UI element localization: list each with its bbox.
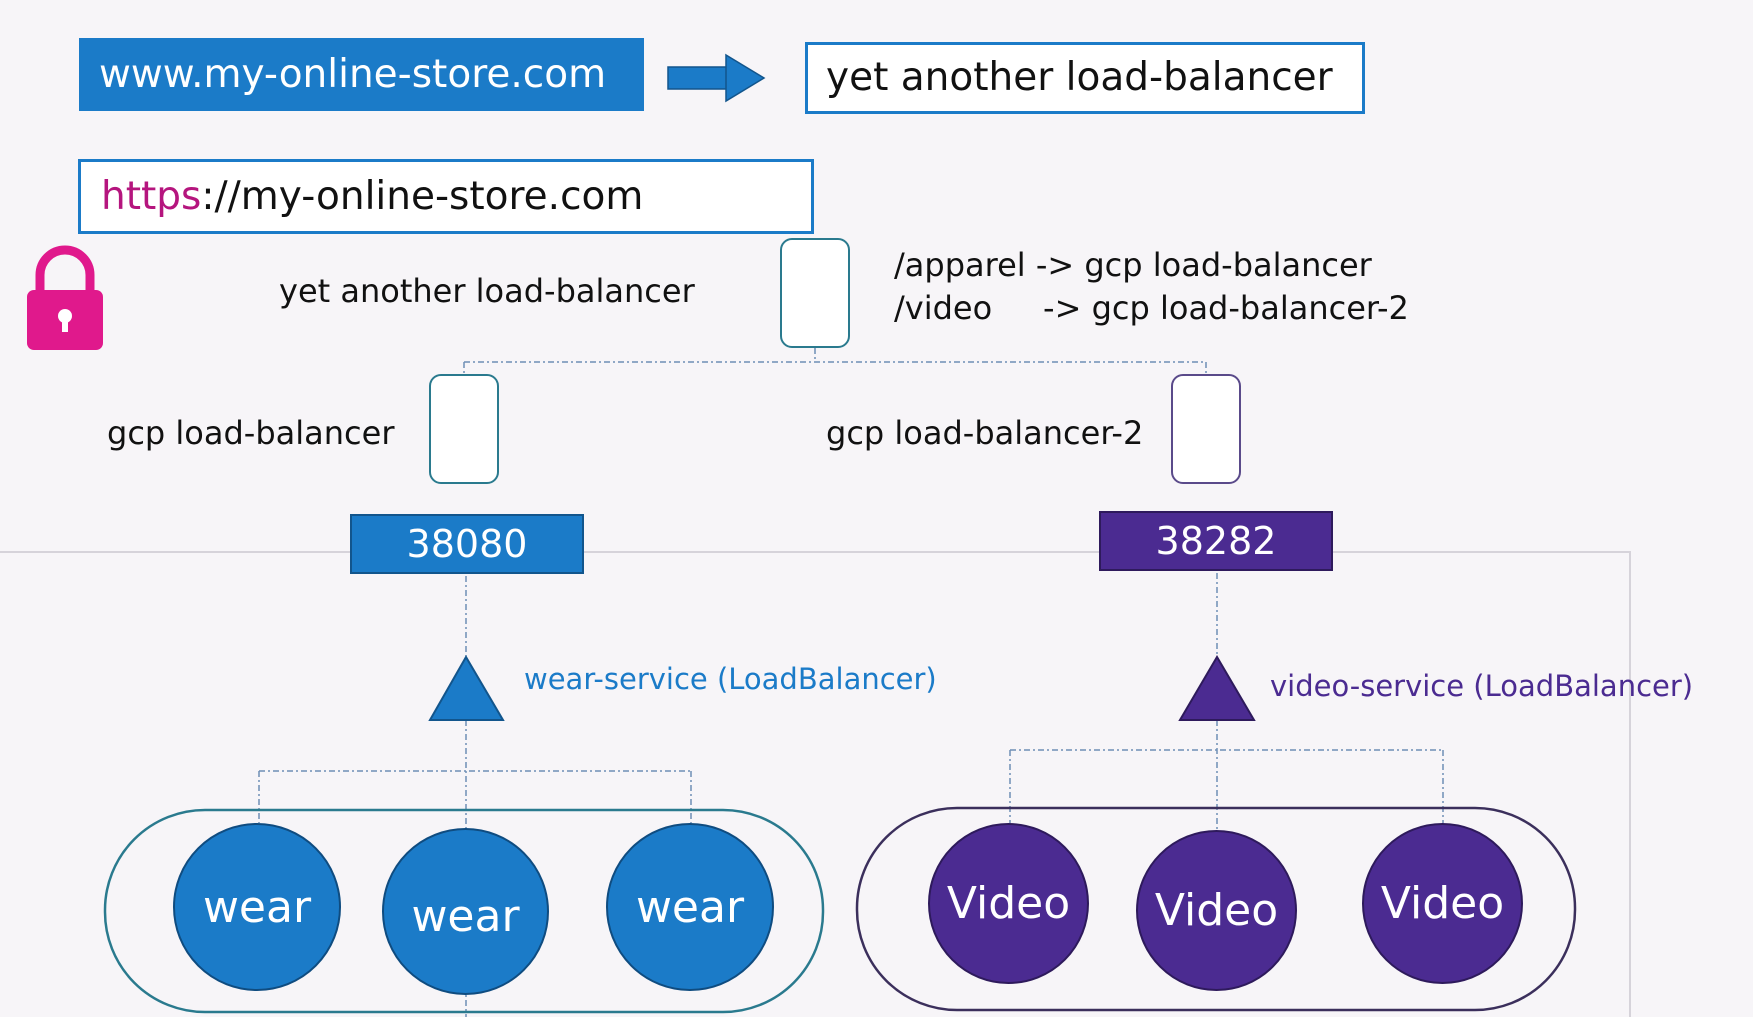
wear-pod-label: wear: [411, 891, 520, 942]
video-pod: Video: [928, 823, 1089, 984]
lock-icon: [27, 245, 103, 350]
video-pod-label: Video: [1380, 878, 1505, 929]
wear-pod: wear: [606, 823, 774, 991]
wear-pod-label: wear: [635, 881, 745, 933]
routing-node-label: yet another load-balancer: [279, 272, 695, 310]
https-url-rest: ://my-online-store.com: [201, 174, 644, 219]
wear-service-label: wear-service (LoadBalancer): [524, 662, 937, 696]
video-service-label: video-service (LoadBalancer): [1270, 669, 1694, 703]
wear-pod: wear: [173, 823, 341, 991]
wear-service-triangle-icon: [428, 655, 505, 721]
video-pod-group: [855, 806, 1577, 1012]
wear-node-port: 38080: [350, 514, 584, 574]
routing-rule-video: /video -> gcp load-balancer-2: [894, 289, 1409, 327]
right-arrow-icon: [667, 53, 766, 103]
video-pod-label: Video: [1154, 885, 1279, 936]
wear-pod-group: [103, 808, 825, 1014]
wear-pod: wear: [382, 828, 549, 995]
wear-pod-label: wear: [202, 881, 312, 933]
video-pod: Video: [1136, 830, 1297, 991]
domain-box: www.my-online-store.com: [79, 38, 644, 111]
video-pod-label: Video: [946, 878, 1071, 929]
https-scheme: https: [101, 174, 202, 219]
https-url-box: https://my-online-store.com: [78, 159, 814, 234]
gcp-lb-2-label: gcp load-balancer-2: [826, 414, 1144, 452]
load-balancer-box: yet another load-balancer: [805, 42, 1365, 114]
routing-rule-apparel: /apparel -> gcp load-balancer: [894, 246, 1372, 284]
video-service-triangle-icon: [1178, 655, 1256, 721]
gcp-lb-label: gcp load-balancer: [107, 414, 395, 452]
gcp-lb-2-node: [1171, 374, 1241, 484]
gcp-lb-node: [429, 374, 499, 484]
video-pod: Video: [1362, 823, 1523, 984]
video-node-port: 38282: [1099, 511, 1333, 571]
routing-lb-node: [780, 238, 850, 348]
